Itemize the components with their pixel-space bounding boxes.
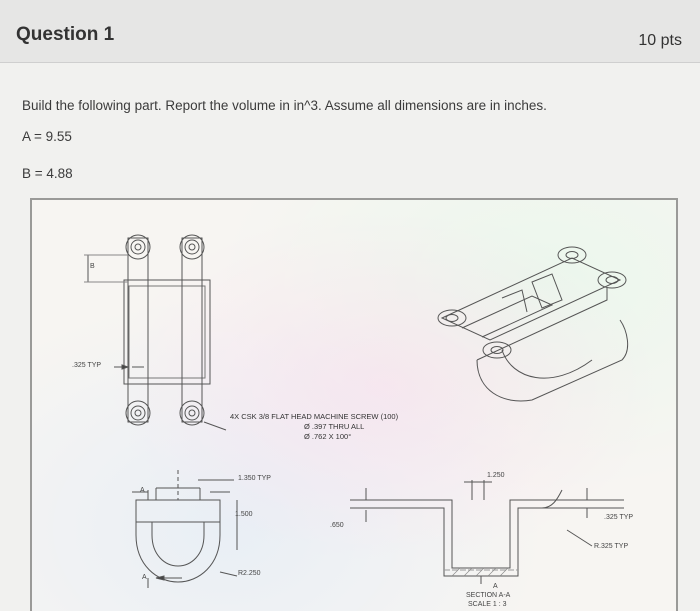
section-a-a — [350, 480, 624, 584]
section-title: SECTION A-A — [466, 592, 511, 599]
dim-r325-typ-label: R.325 TYP — [594, 543, 629, 550]
drawing-canvas — [84, 234, 629, 588]
section-scale: SCALE 1 : 3 — [468, 601, 507, 608]
dim-1350-label: 1.350 TYP — [238, 475, 271, 482]
top-view — [84, 234, 227, 431]
dim-1500-label: 1.500 — [235, 511, 253, 518]
engineering-drawing: B .325 TYP 4X CSK 3/8 FLAT HEAD MACHINE … — [30, 198, 678, 611]
isometric-view — [437, 246, 629, 402]
screw-csk-note: Ø .762 X 100° — [304, 432, 352, 441]
question-header: Question 1 10 pts — [0, 0, 700, 63]
variable-b: B = 4.88 — [22, 166, 73, 181]
variable-a: A = 9.55 — [22, 129, 72, 144]
section-marker-a-top: A — [140, 487, 145, 494]
dim-650-label: .650 — [330, 522, 344, 529]
screen-glare — [32, 200, 676, 611]
question-prompt: Build the following part. Report the vol… — [22, 98, 547, 113]
dim-b-label: B — [90, 263, 95, 270]
dim-325-typ-right-label: .325 TYP — [604, 514, 634, 521]
screw-note: 4X CSK 3/8 FLAT HEAD MACHINE SCREW (100) — [230, 412, 399, 421]
screw-thru-note: Ø .397 THRU ALL — [304, 422, 365, 431]
section-marker-a-bottom: A — [142, 574, 147, 581]
front-view — [132, 470, 238, 588]
question-title: Question 1 — [16, 24, 115, 45]
section-hatch — [451, 567, 509, 577]
dim-1250-label: 1.250 — [487, 472, 505, 479]
question-points: 10 pts — [638, 32, 682, 49]
section-marker-a: A — [493, 583, 498, 590]
dim-r2250-label: R2.250 — [238, 570, 261, 577]
dim-325-typ-label: .325 TYP — [72, 362, 102, 369]
